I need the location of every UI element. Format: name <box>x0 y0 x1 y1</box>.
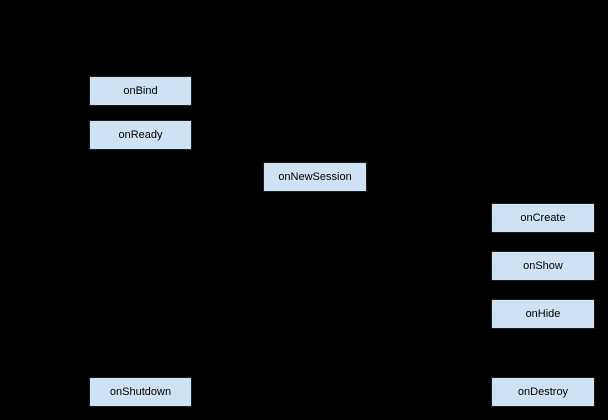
node-oncreate: onCreate <box>491 203 595 233</box>
node-onready: onReady <box>89 120 192 150</box>
node-onnewsession: onNewSession <box>263 162 367 192</box>
node-onbind: onBind <box>89 76 192 106</box>
node-ondestroy: onDestroy <box>491 377 595 407</box>
node-onhide: onHide <box>491 299 595 329</box>
node-onshow: onShow <box>491 251 595 281</box>
node-onshutdown: onShutdown <box>89 377 192 407</box>
